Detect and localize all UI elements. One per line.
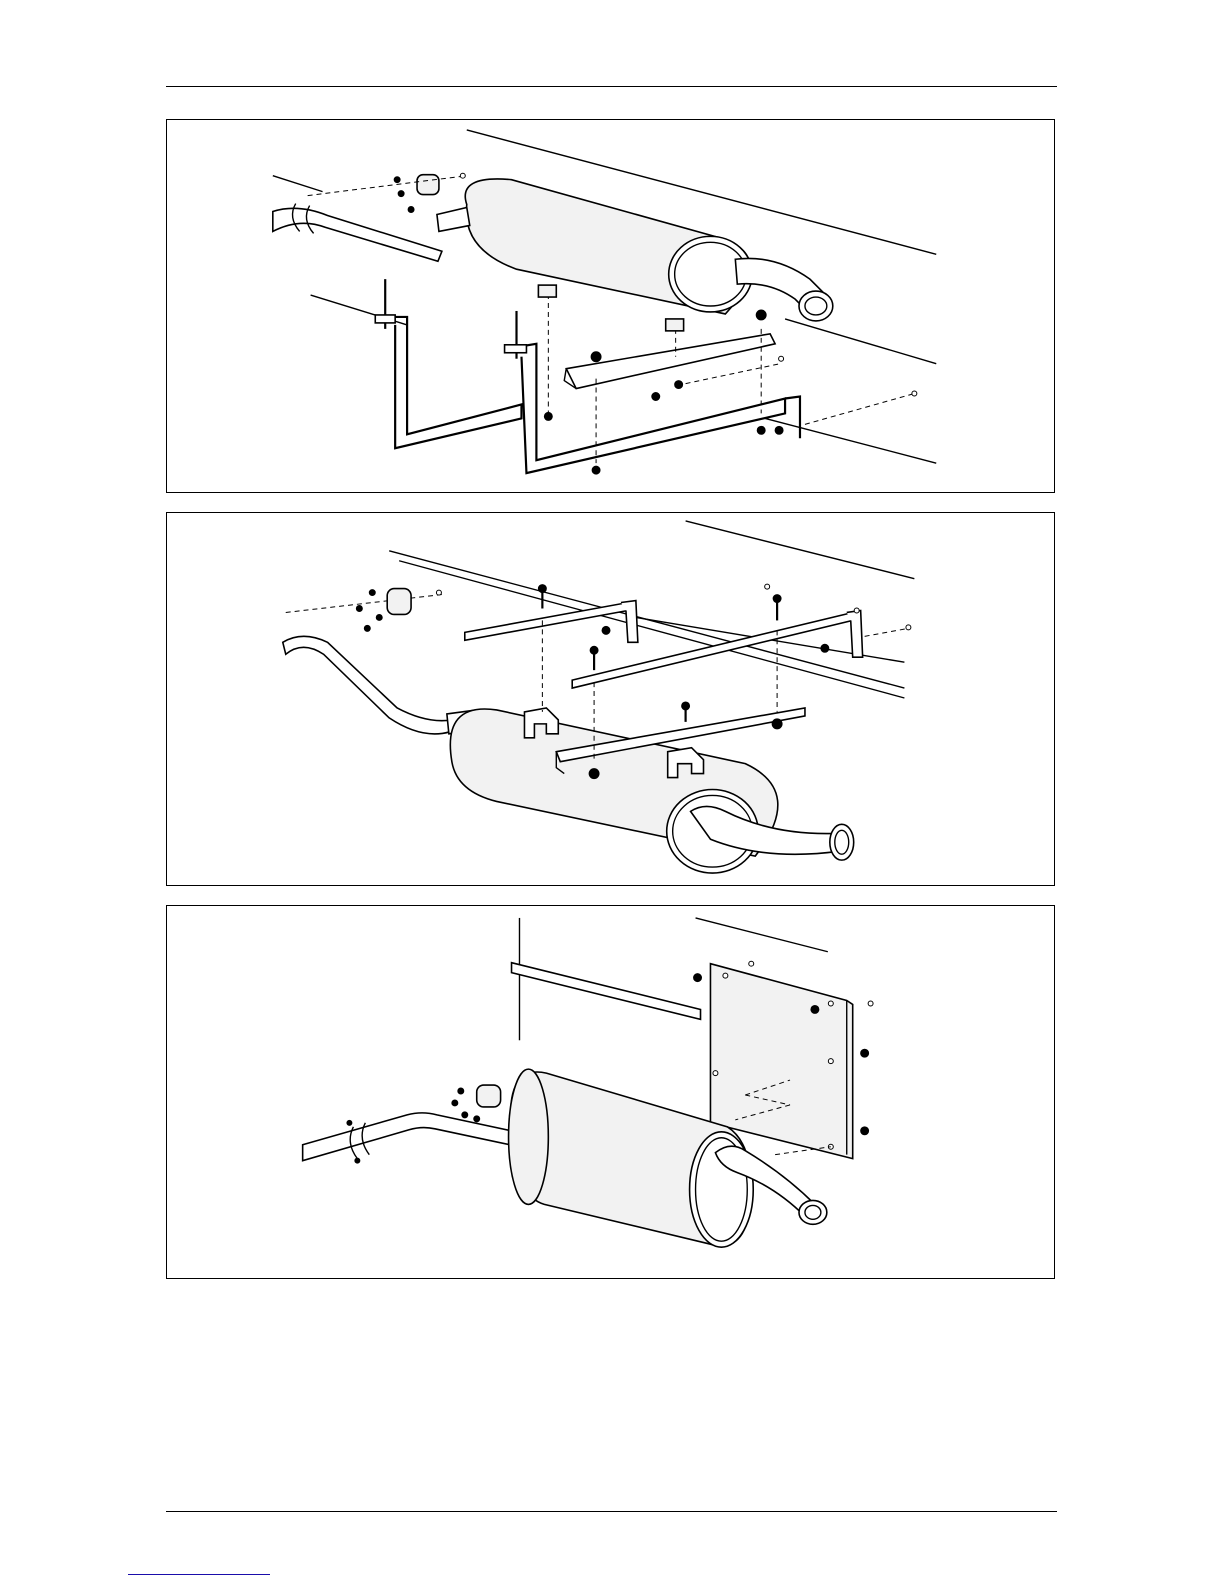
bolt-head [775,426,783,434]
silencer-front-cap [509,1069,549,1204]
chassis-rail-line [785,319,936,364]
mount-hole [749,961,754,966]
assembly-guide-line [805,394,914,425]
mount-bolt [356,606,362,612]
mount-bolt [462,1112,468,1118]
inlet-pipe [303,1113,512,1161]
chassis-rail [512,963,701,1020]
mount-hole [912,391,917,396]
assembly-guide-line [286,595,442,613]
silencer-saddle [666,319,684,331]
exhaust-silencer-illustration-3 [167,906,1054,1278]
mount-bolt [452,1100,458,1106]
bolt-head [602,626,610,634]
bolt-head [682,702,690,710]
header-rule [166,86,1057,87]
tail-pipe-end [799,291,833,321]
chassis-rail-line [686,521,915,579]
nut [772,719,782,729]
mount-bolt [364,625,370,631]
bolt-head [590,646,598,654]
mount-hole [723,973,728,978]
crossmember-bracket [572,612,852,688]
figure-panel-2 [166,512,1055,886]
hanger-clip [505,345,527,353]
mount-hole [436,590,441,595]
bolt-head [821,644,829,652]
mount-hole [828,1059,833,1064]
bolt-head [694,974,702,982]
nut [591,352,601,362]
bolt-head [652,393,660,401]
bolt-head [592,466,600,474]
bolt-head [773,595,781,603]
bolt-head [861,1127,869,1135]
mount-bolt [398,191,404,197]
mount-bolt [347,1120,352,1125]
inlet-pipe [283,636,452,734]
mount-hole [713,1071,718,1076]
chassis-rail-line [399,561,904,698]
silencer-saddle [538,285,556,297]
hanger-bracket [785,397,800,439]
chassis-rail-line [696,918,828,952]
bolt-head [538,585,546,593]
assembly-guide-line [308,176,467,196]
mount-hole [868,1001,873,1006]
hanger-bracket [392,317,521,448]
hanger-clip [375,315,395,323]
mount-bolt [355,1158,360,1163]
exhaust-silencer-illustration-2 [167,513,1054,885]
mount-bolt [376,614,382,620]
mount-hole [828,1001,833,1006]
mount-hole [854,608,859,613]
crossmember-bracket [465,603,628,641]
figure-panel-1 [166,119,1055,493]
mount-hole [779,356,784,361]
mount-bolt [369,590,375,596]
rubber-mount [417,175,439,195]
mount-bolt [394,177,400,183]
bolt-head [675,381,683,389]
footer-rule [166,1511,1057,1512]
figure-panel-3 [166,905,1055,1279]
bolt-head [811,1005,819,1013]
mount-hole [460,173,465,178]
tail-pipe-end [799,1200,827,1224]
mount-hole [765,584,770,589]
chassis-rail-line [273,176,323,192]
mount-bolt [408,207,414,213]
silencer-inlet-stub [437,208,470,232]
footer-link-underline[interactable] [128,1573,270,1575]
exhaust-silencer-illustration-1 [167,120,1054,492]
mount-hole [906,625,911,630]
assembly-guide-line [865,628,909,636]
mount-bolt [458,1088,464,1094]
nut [589,769,599,779]
rubber-mount [477,1085,501,1107]
assembly-guide-line [686,364,780,384]
inlet-pipe [273,208,442,261]
rubber-mount [387,589,411,615]
nut [756,310,766,320]
bolt-head [544,412,552,420]
chassis-rail-line [765,418,936,463]
mount-bolt [474,1116,480,1122]
bolt-head [757,426,765,434]
bolt-head [861,1049,869,1057]
